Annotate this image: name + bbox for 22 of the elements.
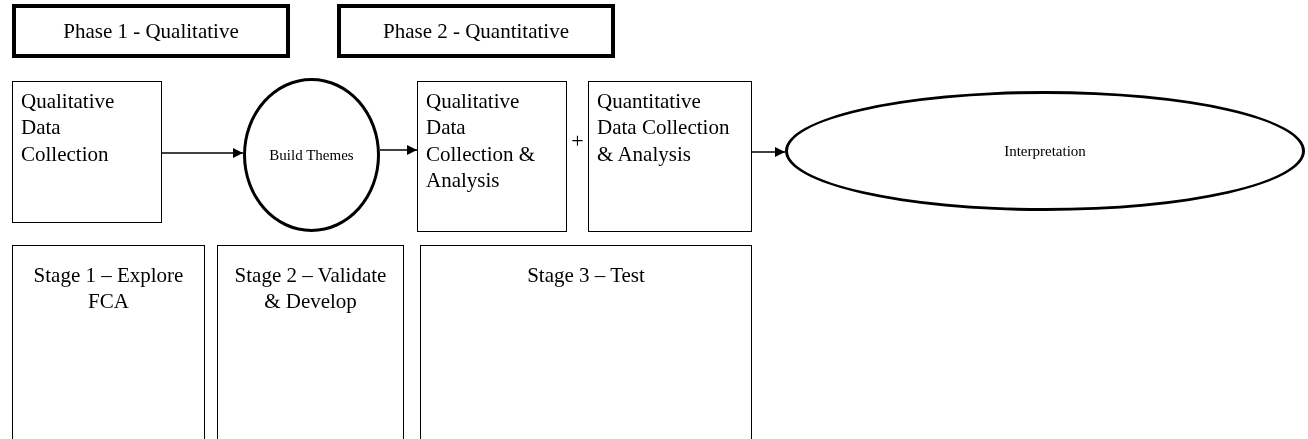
arrow bbox=[379, 144, 418, 156]
arrow bbox=[751, 146, 786, 158]
node-text: Phase 2 - Quantitative bbox=[382, 17, 569, 45]
stage-box bbox=[420, 245, 752, 439]
node-text: Stage 1 – Explore FCA bbox=[32, 262, 185, 315]
stage-box bbox=[12, 245, 205, 439]
phase-box bbox=[12, 4, 290, 58]
process-box bbox=[12, 81, 162, 223]
node-text: Qualitative Data Collection bbox=[21, 88, 116, 167]
stage-box bbox=[217, 245, 404, 439]
node-text: Stage 2 – Validate & Develop bbox=[233, 262, 388, 315]
node-text: Interpretation bbox=[1004, 141, 1086, 161]
plus-sign: + bbox=[570, 128, 585, 154]
phase-box bbox=[337, 4, 615, 58]
arrow bbox=[161, 147, 244, 159]
process-box bbox=[417, 81, 567, 232]
node-text: Phase 1 - Qualitative bbox=[63, 17, 239, 45]
node-text: Stage 3 – Test bbox=[527, 262, 645, 289]
process-box bbox=[588, 81, 752, 232]
node-text: Qualitative Data Collection & Analysis bbox=[426, 88, 537, 193]
node-text: Quantitative Data Collection & Analysis bbox=[597, 88, 731, 167]
node-text: Build Themes bbox=[269, 145, 354, 165]
